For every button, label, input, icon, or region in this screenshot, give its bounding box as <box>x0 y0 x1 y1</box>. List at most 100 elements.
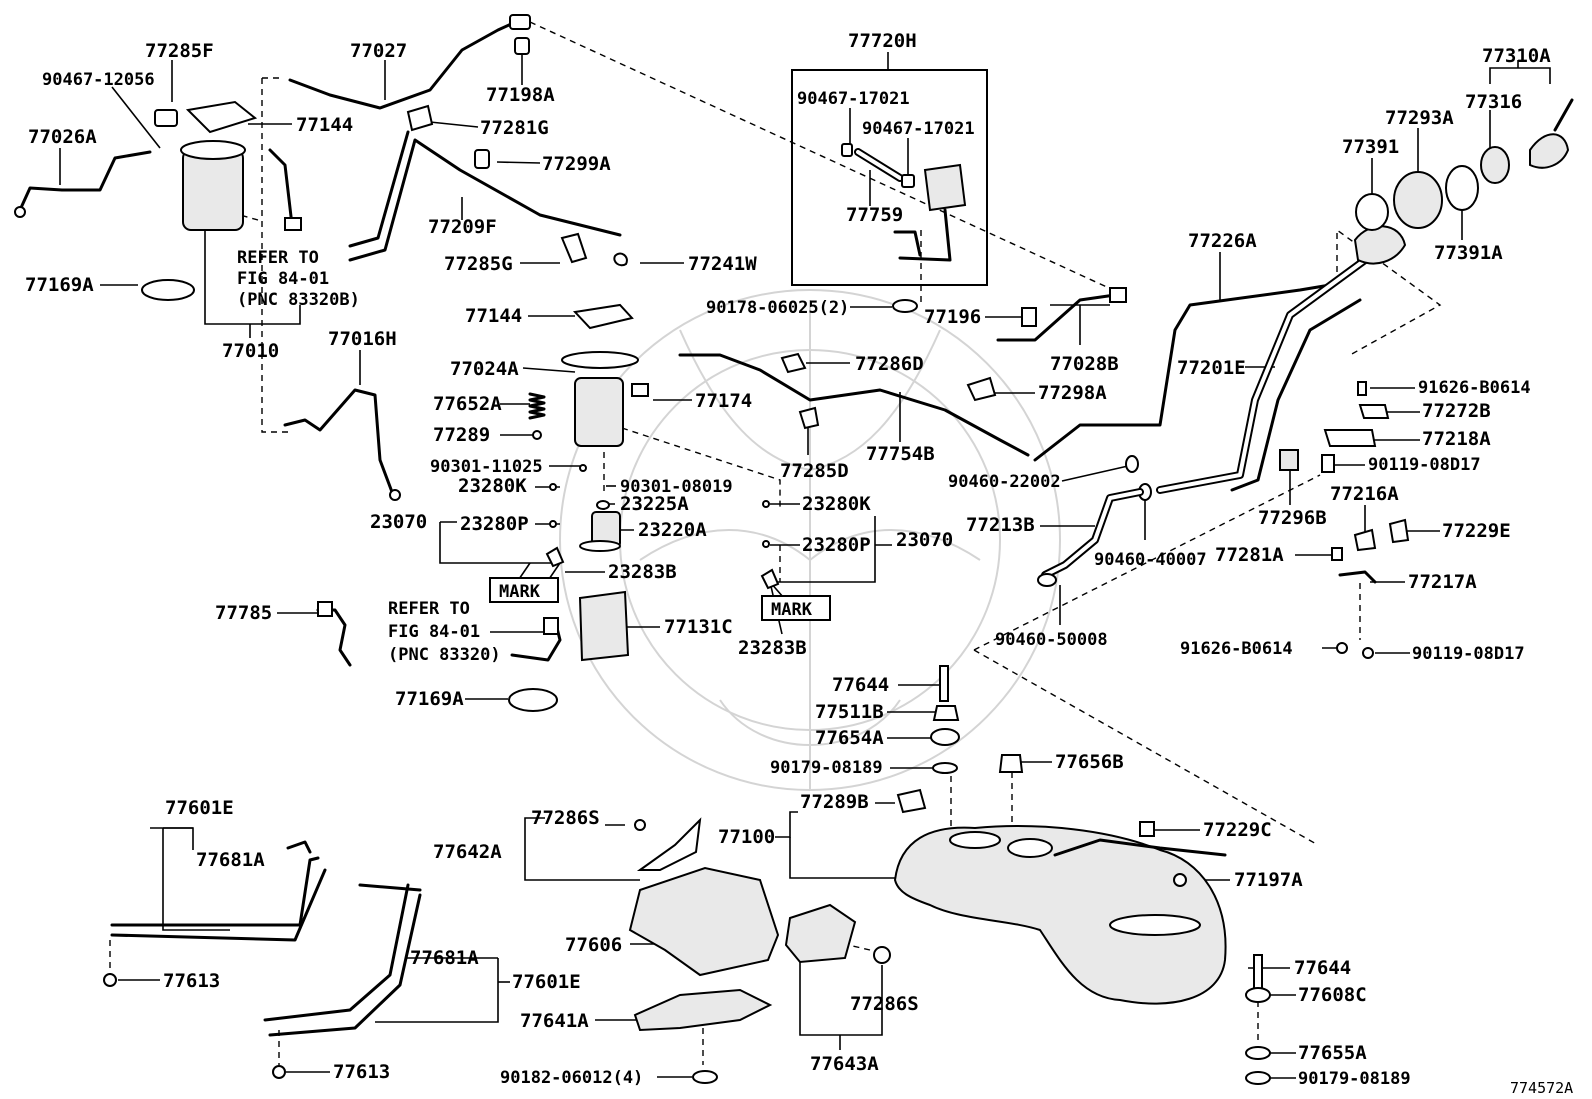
part-label-77281g: 77281G <box>480 117 549 139</box>
part-label-77655a: 77655A <box>1298 1042 1367 1064</box>
part-label-77286s-b: 77286S <box>850 993 919 1015</box>
part-label-77289b: 77289B <box>800 791 869 813</box>
part-label-77272b: 77272B <box>1422 400 1491 422</box>
part-label-77652a: 77652A <box>433 393 502 415</box>
refer-note-b-line3: (PNC 83320) <box>388 645 501 665</box>
part-label-77785: 77785 <box>215 602 272 624</box>
part-label-77285f: 77285F <box>145 40 214 62</box>
part-label-77601e-a: 77601E <box>165 797 234 819</box>
part-label-77213b: 77213B <box>966 514 1035 536</box>
part-label-77027: 77027 <box>350 40 407 62</box>
part-label-77281a: 77281A <box>1215 544 1284 566</box>
part-label-77289: 77289 <box>433 424 490 446</box>
part-label-23070-left: 23070 <box>370 511 427 533</box>
part-label-77026a: 77026A <box>28 126 97 148</box>
part-label-90467-12056: 90467-12056 <box>42 70 155 90</box>
part-label-90179-08189-a: 90179-08189 <box>770 758 883 778</box>
part-label-23280p-left: 23280P <box>460 513 529 535</box>
part-label-90301-08019: 90301-08019 <box>620 477 733 497</box>
part-label-77169a-top: 77169A <box>25 274 94 296</box>
part-label-77286s-a: 77286S <box>531 807 600 829</box>
mark-label-left: MARK <box>499 582 541 602</box>
refer-note-b-line2: FIG 84-01 <box>388 622 480 642</box>
part-label-90182-06012: 90182-06012(4) <box>500 1068 643 1088</box>
part-label-77613-b: 77613 <box>333 1061 390 1083</box>
part-label-77218a: 77218A <box>1422 428 1491 450</box>
part-label-23280k-right: 23280K <box>802 493 871 515</box>
part-label-77201e: 77201E <box>1177 357 1246 379</box>
part-label-77028b: 77028B <box>1050 353 1119 375</box>
refer-note-a-line3: (PNC 83320B) <box>237 290 360 310</box>
part-label-77613-a: 77613 <box>163 970 220 992</box>
part-label-77169a-mid: 77169A <box>395 688 464 710</box>
part-label-23220a: 23220A <box>638 519 707 541</box>
part-label-77681a-b: 77681A <box>410 947 479 969</box>
part-label-90460-22002: 90460-22002 <box>948 472 1061 492</box>
part-label-90467-17021-a: 90467-17021 <box>797 89 910 109</box>
part-label-77209f: 77209F <box>428 216 497 238</box>
figure-id: 774572A <box>1510 1079 1573 1097</box>
part-labels: 77285F 90467-12056 77027 77026A 77198A 7… <box>25 30 1573 1097</box>
part-label-77391a: 77391A <box>1434 242 1503 264</box>
part-label-77196: 77196 <box>924 306 981 328</box>
part-label-77316: 77316 <box>1465 91 1522 113</box>
part-label-77010: 77010 <box>222 340 279 362</box>
part-label-90467-17021-b: 90467-17021 <box>862 119 975 139</box>
part-label-77285d: 77285D <box>780 460 849 482</box>
part-label-77241w: 77241W <box>688 253 757 275</box>
part-label-77229e: 77229E <box>1442 520 1511 542</box>
part-label-77606: 77606 <box>565 934 622 956</box>
part-label-77286d: 77286D <box>855 353 924 375</box>
part-label-77296b: 77296B <box>1258 507 1327 529</box>
refer-note-b-line1: REFER TO <box>388 599 470 619</box>
fuel-tank-body <box>893 825 1227 1005</box>
part-label-77644-a: 77644 <box>832 674 889 696</box>
component-drawings <box>14 14 1574 1085</box>
part-label-77654a: 77654A <box>815 727 884 749</box>
part-label-77016h: 77016H <box>328 328 397 350</box>
refer-note-a-line2: FIG 84-01 <box>237 269 329 289</box>
part-label-77759: 77759 <box>846 204 903 226</box>
part-label-77174: 77174 <box>695 390 752 412</box>
part-label-77601e-b: 77601E <box>512 971 581 993</box>
part-label-23280p-right: 23280P <box>802 534 871 556</box>
part-label-23280k-left: 23280K <box>458 475 527 497</box>
part-label-77293a: 77293A <box>1385 107 1454 129</box>
part-label-77144-mid: 77144 <box>465 305 522 327</box>
part-label-77511b: 77511B <box>815 701 884 723</box>
mark-label-right: MARK <box>771 600 813 620</box>
part-label-77681a-a: 77681A <box>196 849 265 871</box>
part-label-77298a: 77298A <box>1038 382 1107 404</box>
part-label-77217a: 77217A <box>1408 571 1477 593</box>
part-label-77285g: 77285G <box>444 253 513 275</box>
part-label-90301-11025: 90301-11025 <box>430 457 543 477</box>
part-label-77226a: 77226A <box>1188 230 1257 252</box>
part-label-77100: 77100 <box>718 826 775 848</box>
part-label-91626-b0614-a: 91626-B0614 <box>1418 378 1531 398</box>
part-label-23283b-left: 23283B <box>608 561 677 583</box>
part-label-90460-40007: 90460-40007 <box>1094 550 1207 570</box>
part-label-77608c: 77608C <box>1298 984 1367 1006</box>
part-label-77644-b: 77644 <box>1294 957 1351 979</box>
part-label-23070-right: 23070 <box>896 529 953 551</box>
part-label-77643a: 77643A <box>810 1053 879 1075</box>
part-label-77299a: 77299A <box>542 153 611 175</box>
part-label-90119-08d17-a: 90119-08D17 <box>1368 455 1481 475</box>
part-label-77144-top: 77144 <box>296 114 353 136</box>
part-label-77229c: 77229C <box>1203 819 1272 841</box>
part-label-77216a: 77216A <box>1330 483 1399 505</box>
part-label-77642a: 77642A <box>433 841 502 863</box>
part-label-77131c: 77131C <box>664 616 733 638</box>
part-label-77754b: 77754B <box>866 443 935 465</box>
dashed-reference-lines <box>109 21 1442 1065</box>
part-label-77198a: 77198A <box>486 84 555 106</box>
part-label-77391: 77391 <box>1342 136 1399 158</box>
part-label-77197a: 77197A <box>1234 869 1303 891</box>
part-label-77656b: 77656B <box>1055 751 1124 773</box>
part-label-77310a: 77310A <box>1482 45 1551 67</box>
part-label-23225a: 23225A <box>620 493 689 515</box>
part-label-90179-08189-b: 90179-08189 <box>1298 1069 1411 1089</box>
part-label-77720h: 77720H <box>848 30 917 52</box>
part-label-91626-b0614-b: 91626-B0614 <box>1180 639 1293 659</box>
part-label-90119-08d17-b: 90119-08D17 <box>1412 644 1525 664</box>
